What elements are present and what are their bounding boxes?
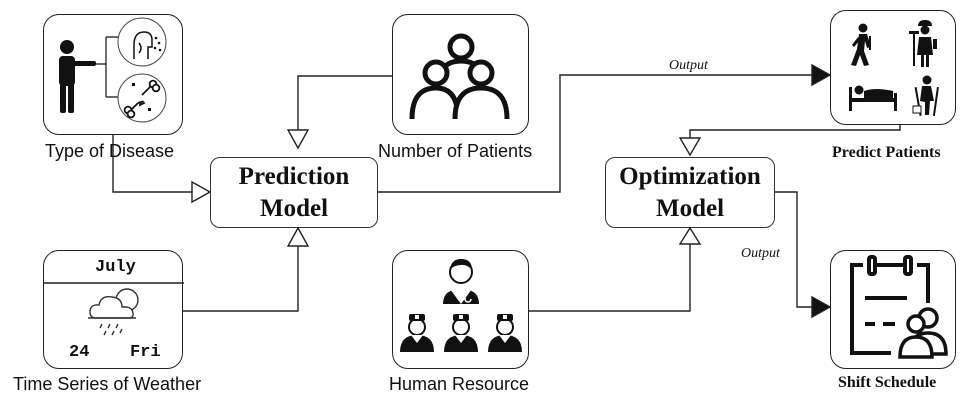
cough-icon [117,17,167,67]
edge-disease-to-prediction [112,135,192,193]
output-edge-label-top: Output [669,58,708,73]
edge-patients-to-prediction [297,75,392,130]
edge-optimization-to-schedule [775,191,812,308]
nurse-icon [400,314,434,352]
edge-weather-to-prediction [183,246,299,312]
weather-weekday: Fri [130,343,161,362]
crutches-patient-icon [912,75,939,116]
patients-label: Number of Patients [378,141,533,161]
bed-patient-icon [849,85,897,111]
clipboard-icon [850,255,930,355]
group-of-people-icon [409,33,510,120]
shift-schedule-card [830,250,956,369]
weather-card: July 24 Fri [43,250,184,369]
injured-worker-icon [909,20,937,67]
shift-schedule-label: Shift Schedule [838,374,937,391]
optimization-model-line2: Model [655,194,725,222]
patients-card [392,14,529,135]
optimization-model-line1: Optimization [619,162,761,190]
edge-predict-patients-to-optimization [689,125,901,138]
rain-cloud-icon [88,288,139,336]
predict-patients-card [830,10,956,125]
disease-label: Type of Disease [45,141,175,161]
walking-patient-icon [851,23,871,66]
staff-group-icon [898,307,948,359]
human-resource-card [392,250,529,369]
human-resource-label: Human Resource [389,374,530,394]
prediction-model-line1: Prediction [238,162,350,190]
arrowhead-weather [286,226,310,247]
weather-month: July [95,258,136,277]
doctor-icon [443,259,479,304]
arrowhead-patients [286,129,310,150]
arrowhead-disease [191,180,212,204]
weather-label: Time Series of Weather [13,374,202,394]
optimization-model-node: Optimization Model [605,157,775,228]
arrowhead-predict-patients [811,63,832,87]
nurse-icon [488,314,522,352]
edge-prediction-to-predict-patients [378,74,812,193]
broken-bone-icon [117,73,167,123]
person-pointing-icon [59,40,96,113]
prediction-model-node: Prediction Model [210,157,378,228]
arrowhead-schedule [811,295,832,319]
arrowhead-to-optimization [678,137,702,157]
nurse-icon [444,314,478,352]
predict-patients-label: Predict Patients [832,144,941,161]
edge-hr-to-optimization [529,244,691,312]
disease-card [43,14,183,135]
weather-day: 24 [69,343,90,362]
output-edge-label-right: Output [741,246,780,261]
arrowhead-hr [678,226,702,245]
prediction-model-line2: Model [259,194,329,222]
